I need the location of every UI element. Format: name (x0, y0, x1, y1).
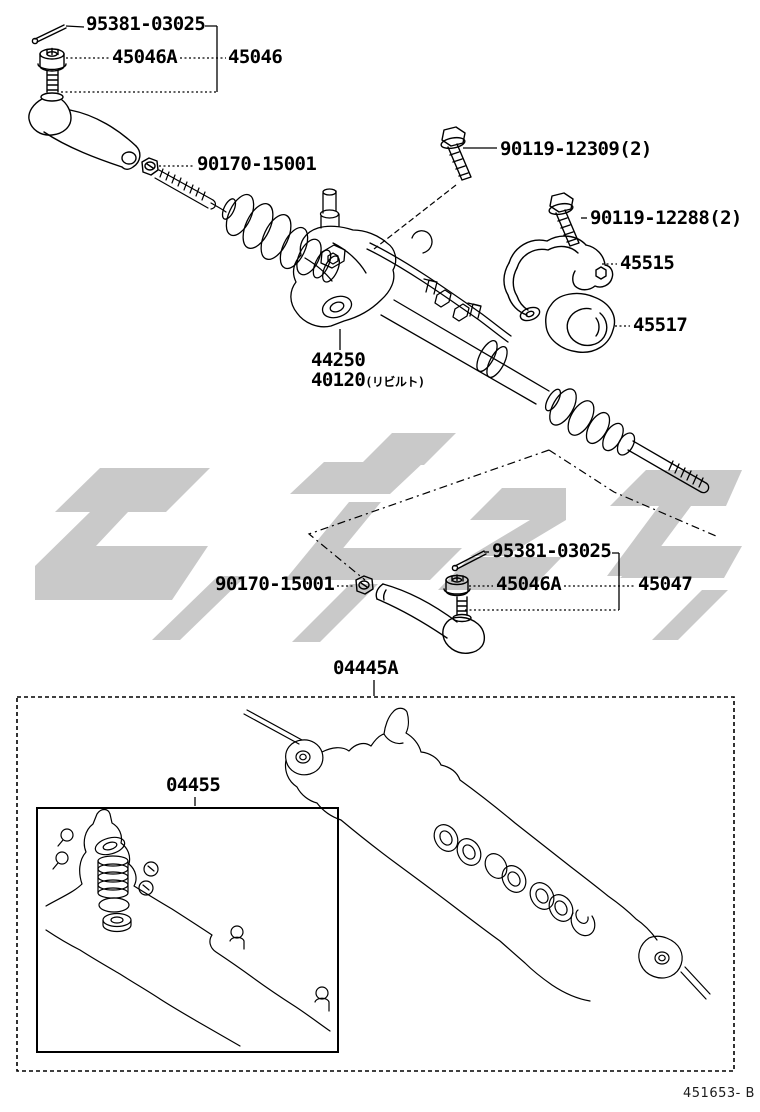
part-label-gear-overhaul-kit: 04455 (166, 774, 221, 796)
part-label-bolt-upper: 90119-12309(2) (500, 138, 652, 160)
leader-lines (61, 25, 635, 806)
rack-kit-drawing (243, 707, 711, 1002)
lock-nut-bottom-drawing (355, 575, 374, 595)
cotter-pin-bottom-drawing (451, 550, 487, 572)
castle-nut-bottom-drawing (443, 574, 471, 597)
part-label-lock-nut-top: 90170-15001 (197, 153, 317, 175)
tie-rod-end-top-drawing (28, 70, 141, 170)
watermark-logo (35, 433, 742, 642)
part-label-bolt-lower: 90119-12288(2) (590, 207, 742, 229)
lock-nut-top-drawing (141, 157, 159, 176)
part-label-castle-nut-top: 45046A (112, 46, 178, 68)
bolt-12288-drawing (548, 192, 580, 247)
part-label-tie-rod-end-lh: 45047 (638, 573, 693, 595)
part-label-clamp-bracket: 45515 (620, 252, 675, 274)
zoom-dash-lines (307, 184, 717, 581)
part-label-tie-rod-end-rh: 45046 (228, 46, 283, 68)
gear-kit-drawing (45, 808, 331, 1047)
grommet-drawing (545, 292, 616, 353)
part-label-castle-nut-bottom: 45046A (496, 573, 562, 595)
clamp-bracket-drawing (503, 235, 614, 322)
tie-rod-end-bottom-drawing (375, 583, 486, 654)
part-label-grommet: 45517 (633, 314, 688, 336)
reman-note: (リビルト) (365, 375, 425, 389)
part-label-cotter-pin-top: 95381-03025 (86, 13, 206, 35)
gear-kit-box (36, 807, 339, 1053)
figure-code: 451653- B (683, 1086, 755, 1101)
part-number-reman: 40120 (311, 369, 366, 391)
inner-tie-rod-top-drawing (154, 168, 227, 213)
steering-rack-drawing (221, 188, 710, 494)
bolt-12309-drawing (440, 126, 472, 181)
rack-kit-box (16, 696, 735, 1072)
cotter-pin-top-drawing (31, 24, 67, 45)
part-label-lock-nut-bottom: 90170-15001 (215, 573, 335, 595)
part-label-cotter-pin-bottom: 95381-03025 (492, 540, 612, 562)
castle-nut-top-drawing (37, 47, 67, 72)
part-label-steering-gear-reman: 40120(リビルト) (311, 371, 425, 390)
part-label-rack-housing-kit: 04445A (333, 657, 399, 679)
part-label-steering-gear: 44250 (311, 349, 366, 371)
